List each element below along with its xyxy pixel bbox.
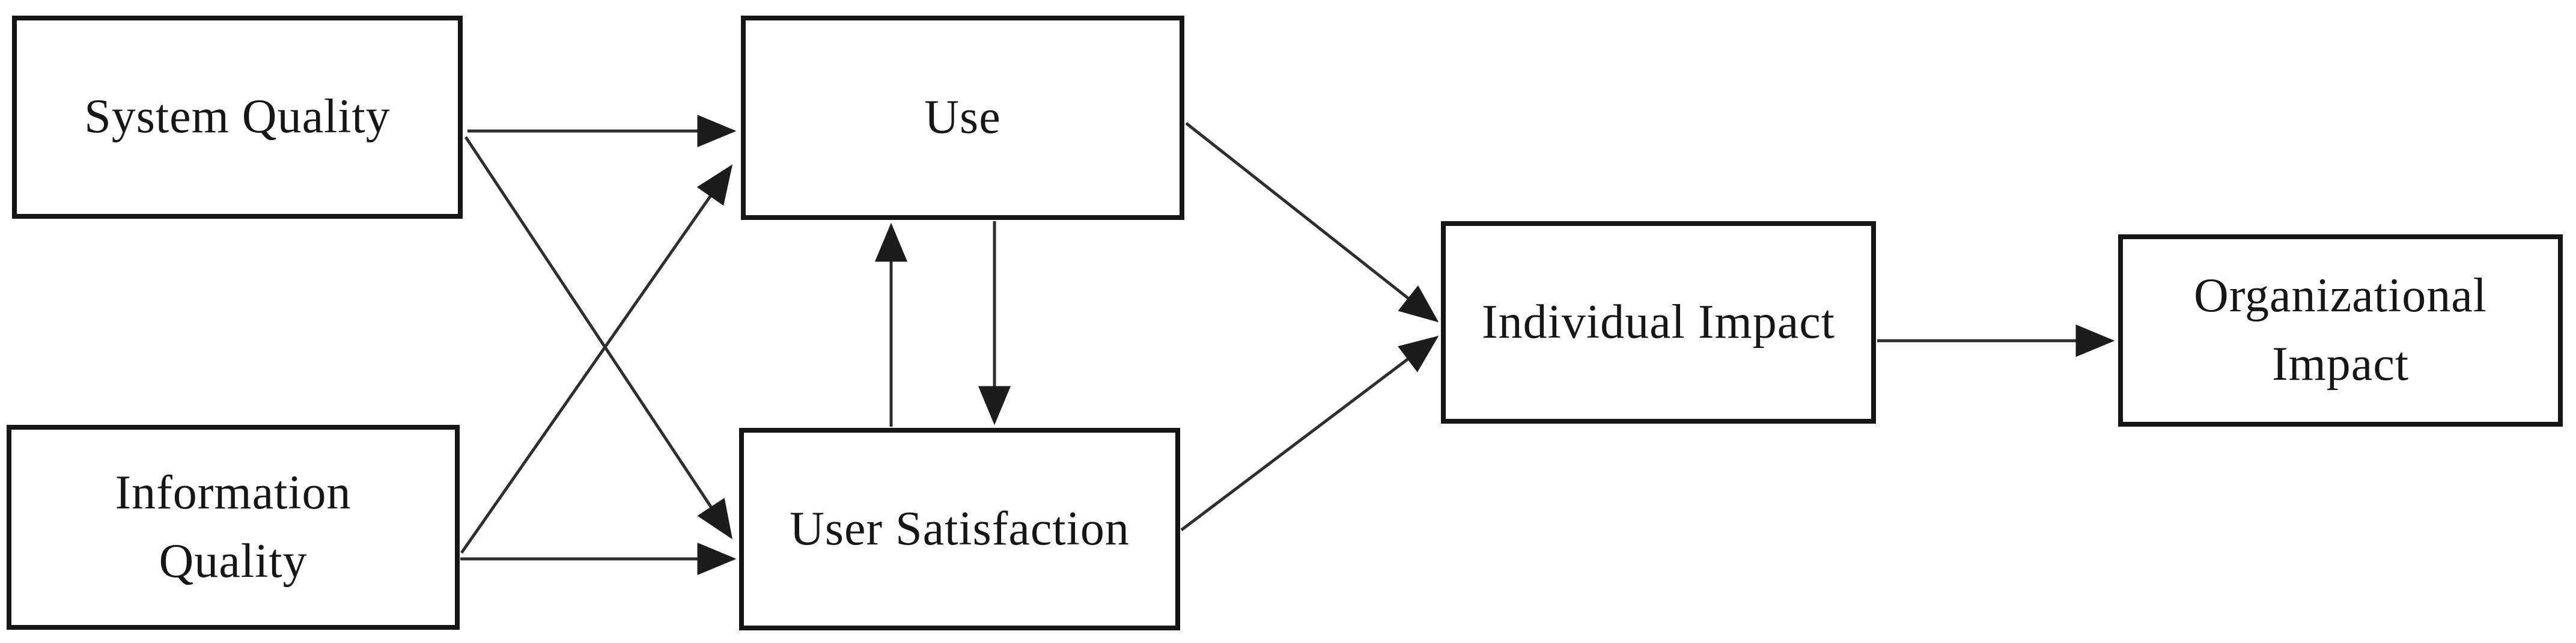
arrow-system-quality-to-user-satisfaction [464,136,732,540]
arrow-use-to-individual-impact [1185,122,1439,323]
node-system-quality: System Quality [12,16,463,219]
node-individual-impact: Individual Impact [1441,221,1876,424]
arrow-user-satisfaction-to-individual-impact [1180,335,1439,531]
node-label-line: Quality [159,534,308,588]
node-label-line: Information [115,466,352,519]
arrow-information-quality-to-use [460,164,733,554]
node-label-line: Organizational [2194,269,2487,323]
node-label-line: System Quality [84,90,391,144]
node-user-satisfaction: User Satisfaction [739,428,1180,630]
node-label-line: Impact [2271,338,2410,391]
node-label-line: User Satisfaction [790,502,1130,555]
node-use: Use [741,16,1184,220]
node-label-line: Individual Impact [1482,295,1835,349]
node-label-line: Use [924,91,1001,144]
